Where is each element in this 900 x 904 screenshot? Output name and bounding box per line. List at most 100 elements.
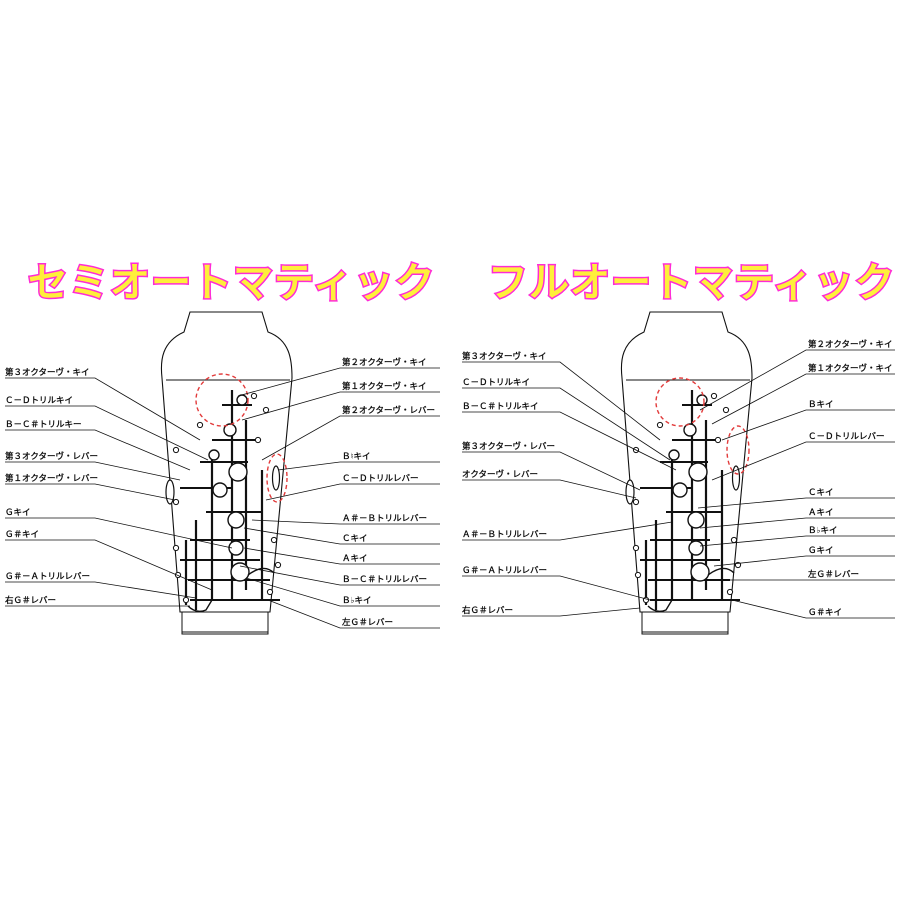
post-stud <box>266 588 274 596</box>
panel-semi-automatic <box>160 311 293 635</box>
panel-title-semi-automatic: セミオートマティック <box>27 259 437 308</box>
tone-hole-key <box>687 511 705 529</box>
thumb-lever <box>165 479 175 505</box>
leader-line <box>267 599 440 629</box>
leader-line <box>5 581 197 599</box>
leader-line <box>711 441 895 481</box>
callout-label: Ｂ－Ｃ＃トリルレバー <box>342 574 427 585</box>
touch-piece <box>187 599 213 613</box>
instrument-body-outline <box>160 311 293 613</box>
touch-piece <box>707 567 735 576</box>
callout-label: Ｂ－Ｃ＃トリルキイ <box>462 401 539 412</box>
leader-line <box>699 517 895 529</box>
callout-label: 第２オクターヴ・キイ <box>342 357 427 368</box>
highlight-circle <box>266 453 288 503</box>
highlight-circle <box>655 377 705 427</box>
callout-label: Ａ＃－Ｂトリルレバー <box>342 513 427 524</box>
callout-label: Ｃ－Ｄトリルキイ <box>5 395 73 406</box>
tone-hole-key <box>223 423 237 437</box>
callout-label: Ｃ－Ｄトリルレバー <box>808 431 885 442</box>
post-stud <box>632 544 640 552</box>
callout-label: Ｃキイ <box>342 533 368 544</box>
callout-label: Ｂ♮キイ <box>342 451 371 462</box>
leader-line <box>5 377 201 441</box>
leader-line <box>462 479 637 499</box>
callout-label: 左Ｇ＃レバー <box>341 617 393 628</box>
touch-piece <box>247 567 275 576</box>
post-stud <box>730 536 738 544</box>
post-stud <box>172 498 180 506</box>
post-stud <box>250 392 258 400</box>
leader-line <box>265 483 440 501</box>
tone-hole-key <box>683 423 697 437</box>
panel-title-full-automatic: フルオートマティック <box>487 259 897 308</box>
tone-hole-key <box>227 511 245 529</box>
tenon <box>181 611 269 635</box>
tone-hole-key <box>236 394 248 406</box>
post-stud <box>270 536 278 544</box>
leader-line <box>711 373 895 425</box>
tone-hole-key <box>688 462 708 482</box>
leader-line <box>251 519 440 525</box>
tone-hole-key <box>212 482 228 498</box>
callout-label: 第１オクターヴ・キイ <box>342 381 427 392</box>
highlight-circle <box>726 425 750 475</box>
tone-hole-key <box>668 449 680 461</box>
leader-line <box>462 387 671 461</box>
leader-line <box>462 607 641 617</box>
post-stud <box>274 561 282 569</box>
highlight-circle <box>195 373 249 427</box>
leader-line <box>243 547 440 565</box>
post-stud <box>656 421 664 429</box>
leader-line <box>462 451 641 491</box>
callout-label: 第３オクターヴ・キイ <box>5 367 90 378</box>
leader-line <box>237 367 440 397</box>
leader-line <box>5 429 191 471</box>
callout-label: Ａキイ <box>342 553 368 564</box>
post-stud <box>262 406 270 414</box>
callout-label: 第３オクターヴ・キイ <box>462 351 547 362</box>
callout-label: 第２オクターヴ・レバー <box>342 405 435 416</box>
tone-hole-key <box>688 540 704 556</box>
tone-hole-key <box>696 394 708 406</box>
callout-label: Ｇキイ <box>5 507 31 518</box>
post-stud <box>714 436 722 444</box>
panel-full-automatic <box>620 311 753 635</box>
tone-hole-key <box>228 462 248 482</box>
callout-label: Ａキイ <box>808 507 834 518</box>
post-stud <box>172 544 180 552</box>
callout-label: 第３オクターヴ・レバー <box>5 451 98 462</box>
tone-hole-key <box>208 449 220 461</box>
callout-label: Ｇ＃キイ <box>808 607 842 618</box>
callout-label: Ｂ♭キイ <box>342 595 372 606</box>
tone-hole-key <box>230 562 250 582</box>
leader-line <box>721 409 895 441</box>
callout-label: Ｂキイ <box>808 399 834 410</box>
key-mechanism <box>625 390 742 613</box>
callout-label: 右Ｇ＃レバー <box>461 605 513 616</box>
leader-line <box>277 461 440 471</box>
leader-line <box>713 555 895 567</box>
side-lever <box>731 465 741 491</box>
leader-line <box>245 577 440 607</box>
post-stud <box>182 596 190 604</box>
leader-line <box>5 539 213 591</box>
leader-line <box>697 497 895 509</box>
leader-line <box>261 415 440 461</box>
leader-line <box>5 517 233 549</box>
callout-label: Ａ＃－Ｂトリルレバー <box>462 529 547 540</box>
tone-hole-key <box>690 562 710 582</box>
callout-label: Ｇ＃キイ <box>5 529 39 540</box>
leader-line <box>462 575 651 601</box>
leader-line <box>462 521 673 541</box>
leader-line <box>241 391 440 421</box>
callout-label: 第２オクターヴ・キイ <box>808 339 893 350</box>
leader-line <box>462 411 677 471</box>
instrument-body-outline <box>620 311 753 613</box>
callout-label: 第１オクターヴ・レバー <box>5 473 98 484</box>
post-stud <box>634 571 642 579</box>
callout-label: Ｂ－Ｃ＃トリルキー <box>5 419 82 430</box>
leader-line <box>699 349 895 411</box>
leader-line <box>462 361 661 441</box>
